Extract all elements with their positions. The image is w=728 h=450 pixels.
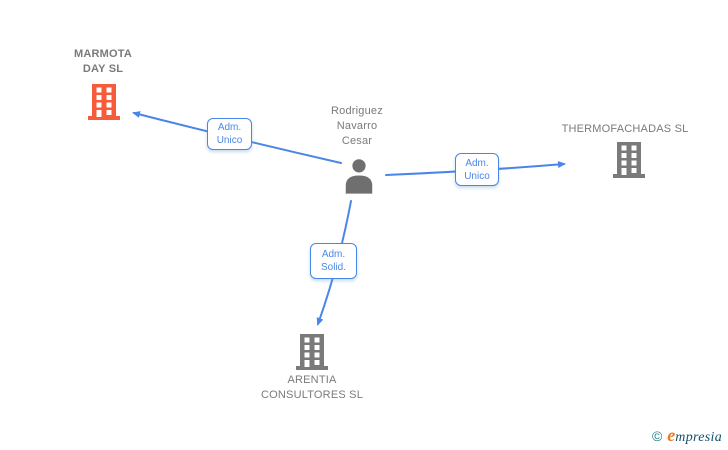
- person-label: Rodriguez Navarro Cesar: [331, 105, 383, 147]
- building-icon-orange: [88, 84, 120, 120]
- company-label-arentia: ARENTIA CONSULTORES SL: [260, 374, 364, 401]
- copyright-icon: ©: [651, 428, 663, 444]
- company-node-thermofachadas[interactable]: [613, 142, 645, 183]
- building-icon-gray: [613, 142, 645, 178]
- company-node-arentia[interactable]: [296, 334, 328, 375]
- company-label-marmota: MARMOTA DAY SL: [73, 48, 133, 75]
- company-label-thermofachadas: THERMOFACHADAS SL: [561, 123, 689, 135]
- empresia-wordmark: empresia: [667, 425, 722, 445]
- person-icon: [345, 159, 373, 194]
- company-node-marmota[interactable]: [88, 84, 120, 125]
- person-node[interactable]: [344, 157, 374, 200]
- edge-label-adm-solid-arentia: Adm. Solid.: [310, 243, 357, 279]
- edge-label-adm-unico-thermofachadas: Adm. Unico: [455, 153, 499, 186]
- building-icon-gray: [296, 334, 328, 370]
- empresia-logo[interactable]: © empresia: [652, 425, 722, 446]
- edge-label-adm-unico-marmota: Adm. Unico: [207, 118, 252, 150]
